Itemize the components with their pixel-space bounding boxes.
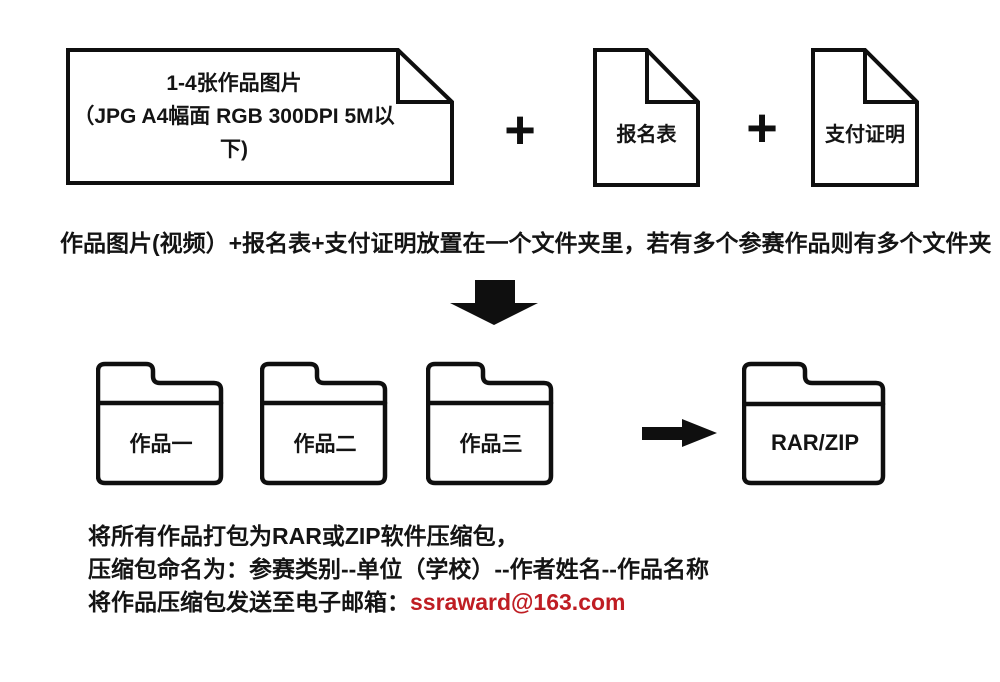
archive-folder-icon [742, 361, 886, 486]
plus-icon-1: + [504, 100, 536, 160]
bottom-instructions: 将所有作品打包为RAR或ZIP软件压缩包， 压缩包命名为：参赛类别--单位（学校… [88, 520, 709, 619]
folder-icon-work-3 [426, 361, 554, 486]
bottom-instruction-line1: 将所有作品打包为RAR或ZIP软件压缩包， [88, 523, 519, 549]
middle-note-text: 作品图片(视频）+报名表+支付证明放置在一个文件夹里，若有多个参赛作品则有多个文… [60, 230, 992, 256]
artwork-document-line2: （JPG A4幅面 RGB 300DPI 5M以下) [73, 105, 395, 161]
payment-proof-document-icon [811, 48, 919, 187]
down-arrow-icon [450, 280, 538, 325]
bottom-instruction-line3-prefix: 将作品压缩包发送至电子邮箱： [88, 589, 410, 615]
artwork-document-line1: 1-4张作品图片 [166, 72, 302, 95]
right-arrow-icon [642, 419, 717, 447]
bottom-instruction-line2: 压缩包命名为：参赛类别--单位（学校）--作者姓名--作品名称 [88, 556, 709, 582]
folder-label-work-2: 作品二 [293, 433, 357, 456]
registration-form-document-label: 报名表 [616, 124, 677, 146]
archive-folder-label: RAR/ZIP [771, 430, 859, 455]
folder-icon-work-2 [260, 361, 388, 486]
submission-email-address: ssraward@163.com [410, 589, 626, 615]
bottom-instruction-line3: 将作品压缩包发送至电子邮箱：ssraward@163.com [88, 586, 709, 619]
artwork-document-icon [66, 48, 454, 185]
artwork-document-label: 1-4张作品图片 （JPG A4幅面 RGB 300DPI 5M以下) [66, 46, 402, 187]
folder-icon-work-1 [96, 361, 224, 486]
registration-form-document-icon [593, 48, 700, 187]
folder-label-work-1: 作品一 [129, 433, 193, 456]
plus-icon-2: + [746, 98, 778, 158]
folder-label-work-3: 作品三 [459, 433, 523, 456]
payment-proof-document-label: 支付证明 [825, 124, 905, 146]
